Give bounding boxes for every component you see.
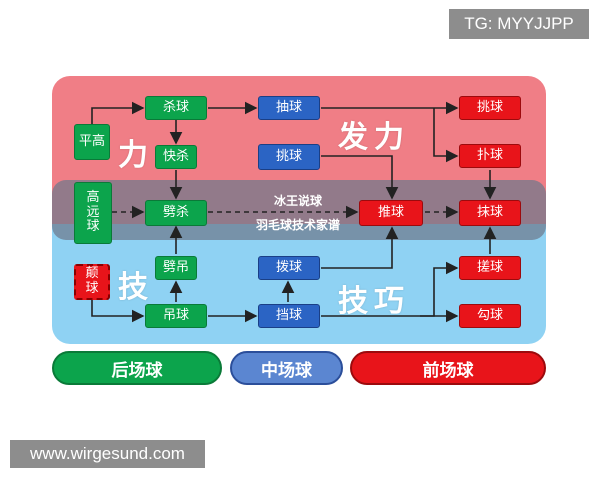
category-mid-court: 中场球 <box>230 351 343 385</box>
watermark-top: TG: MYYJJPP <box>449 9 589 39</box>
node-shaqiu: 杀球 <box>145 96 207 120</box>
node-tiaoqiu-mid: 挑球 <box>258 144 320 170</box>
node-puqiu: 扑球 <box>459 144 521 168</box>
arrow-chouqiu-to-puqiu <box>433 108 459 163</box>
node-dangqiu: 挡球 <box>258 304 320 328</box>
node-diaoqiu: 吊球 <box>145 304 207 328</box>
node-gaoyuan: 高远球 <box>74 182 112 244</box>
arrow-dianqiu-to-diaoqiu <box>91 300 145 323</box>
node-cuoqiu: 搓球 <box>459 256 521 280</box>
watermark-bottom: www.wirgesund.com <box>10 440 205 468</box>
node-pinggao: 平高 <box>74 124 110 160</box>
skill-label-right: 技巧 <box>338 284 410 319</box>
arrow-pinggao-to-shaqiu <box>91 101 145 124</box>
node-boqiu: 拨球 <box>258 256 320 280</box>
node-chouqiu: 抽球 <box>258 96 320 120</box>
node-tuiqiu: 推球 <box>359 200 423 226</box>
power-label-left: 力 <box>118 138 154 173</box>
category-front-court: 前场球 <box>350 351 546 385</box>
middle-text-line2: 羽毛球技术家谱 <box>255 218 340 232</box>
node-pisha: 劈杀 <box>145 200 207 226</box>
node-dianqiu: 颠球 <box>74 264 110 300</box>
arrow-boqiu-to-tuiqiu <box>321 226 399 269</box>
node-moqiu: 抹球 <box>459 200 521 226</box>
category-back-court: 后场球 <box>52 351 222 385</box>
skill-label-left: 技 <box>118 270 154 305</box>
power-label-right: 发力 <box>338 120 410 155</box>
node-gouqiu: 勾球 <box>459 304 521 328</box>
node-tiaoqiu-front: 挑球 <box>459 96 521 120</box>
arrow-tiaoqiu-mid-to-tuiqiu <box>321 155 399 200</box>
arrow-dangqiu-to-cuoqiu <box>420 261 459 317</box>
node-pidiao: 劈吊 <box>155 256 197 280</box>
middle-text-line1: 冰王说球 <box>273 194 322 208</box>
node-kuaisha: 快杀 <box>155 145 197 169</box>
